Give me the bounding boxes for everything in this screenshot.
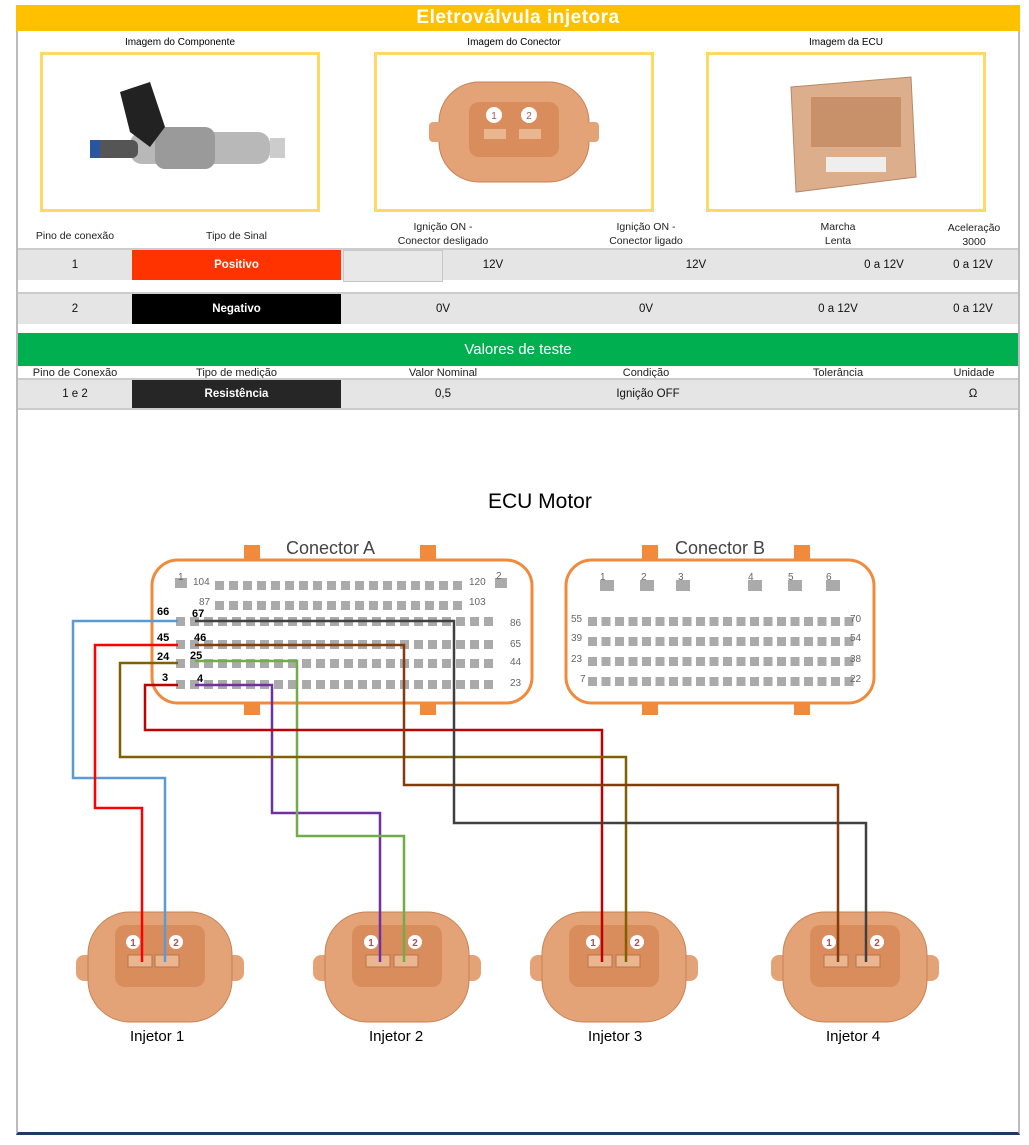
test-header-type: Tipo de medição bbox=[196, 367, 277, 379]
ecu-image bbox=[706, 52, 986, 212]
nominal-cell: 0,5 bbox=[435, 388, 451, 400]
test-header-nominal: Valor Nominal bbox=[408, 367, 478, 379]
pin-label: 22 bbox=[850, 674, 862, 685]
header-signal-type: Tipo de Sinal bbox=[206, 230, 267, 242]
connector-photo-icon: 1 2 bbox=[429, 81, 599, 183]
component-image-label: Imagem do Componente bbox=[124, 37, 236, 48]
pin-label: 104 bbox=[193, 577, 210, 588]
pin-label: 3 bbox=[678, 572, 684, 583]
test-header-tolerance: Tolerância bbox=[812, 367, 864, 379]
pin-25-label: 25 bbox=[190, 650, 203, 662]
header-idle: Marcha Lenta bbox=[820, 221, 856, 247]
injector-4-label: Injetor 4 bbox=[826, 1028, 881, 1045]
svg-text:1: 1 bbox=[491, 111, 497, 122]
page-title: Eletroválvula injetora bbox=[16, 5, 1020, 31]
pin-label: 70 bbox=[850, 614, 862, 625]
accel-cell: 0 a 12V bbox=[953, 259, 993, 271]
table-row: 2 Negativo 0V 0V 0 a 12V 0 a 12V bbox=[18, 292, 1018, 324]
injector-3-label: Injetor 3 bbox=[588, 1028, 643, 1045]
connector-image-label: Imagem do Conector bbox=[467, 37, 561, 48]
signal-type-cell: Positivo bbox=[132, 250, 341, 280]
test-header-unit: Unidade bbox=[953, 367, 995, 379]
pin-label: 55 bbox=[571, 614, 583, 625]
test-pin-cell: 1 e 2 bbox=[62, 388, 88, 400]
pin-cell: 2 bbox=[71, 303, 79, 315]
tolerance-cell bbox=[788, 380, 888, 408]
accel-cell: 0 a 12V bbox=[953, 303, 993, 315]
pin-label: 120 bbox=[469, 577, 486, 588]
ign-on-cell: 0V bbox=[638, 303, 654, 315]
pin-46-label: 46 bbox=[194, 632, 207, 644]
pin-label: 2 bbox=[641, 572, 647, 583]
idle-cell: 0 a 12V bbox=[864, 259, 904, 271]
header-ign-on-disconnected: Ignição ON - Conector desligado bbox=[397, 221, 489, 247]
pin-label: 23 bbox=[510, 678, 522, 689]
connector-image: 1 2 bbox=[374, 52, 654, 212]
idle-cell: 0 a 12V bbox=[818, 303, 858, 315]
pin-67-label: 67 bbox=[192, 608, 205, 620]
pin-label: 103 bbox=[469, 597, 486, 608]
page-frame bbox=[16, 5, 1020, 1135]
empty-cell bbox=[343, 250, 443, 282]
injector-photo-icon bbox=[90, 82, 285, 169]
pin-45-label: 45 bbox=[157, 632, 170, 644]
test-row: 1 e 2 Resistência 0,5 Ignição OFF Ω bbox=[18, 378, 1018, 410]
header-accel: Aceleração 3000 bbox=[947, 222, 1001, 248]
pin-label: 44 bbox=[510, 657, 522, 668]
header-ign-on-connected: Ignição ON - Conector ligado bbox=[609, 221, 683, 247]
pin-label: 6 bbox=[826, 572, 832, 583]
component-image bbox=[40, 52, 320, 212]
ign-off-cell: 12V bbox=[482, 259, 504, 271]
table-row: 1 Positivo 12V 12V 0 a 12V 0 a 12V bbox=[18, 248, 1018, 282]
svg-text:2: 2 bbox=[526, 111, 532, 122]
connector-b-label: Conector B bbox=[675, 538, 766, 558]
pin-label: 5 bbox=[788, 572, 794, 583]
pin-4-label: 4 bbox=[197, 673, 204, 685]
header-pin: Pino de conexão bbox=[35, 230, 115, 242]
injector-2-label: Injetor 2 bbox=[369, 1028, 424, 1045]
pin-label: 54 bbox=[850, 633, 862, 644]
ign-off-cell: 0V bbox=[435, 303, 451, 315]
pin-label: 1 bbox=[600, 572, 606, 583]
pin-cell: 1 bbox=[71, 259, 79, 271]
ign-on-cell: 12V bbox=[685, 259, 707, 271]
pin-label: 39 bbox=[571, 633, 583, 644]
pin-label: 86 bbox=[510, 618, 522, 629]
pin-label: 23 bbox=[571, 654, 583, 665]
signal-type-cell: Negativo bbox=[132, 294, 341, 324]
pin-label: 2 bbox=[496, 571, 502, 582]
pin-label: 7 bbox=[580, 674, 586, 685]
condition-cell: Ignição OFF bbox=[616, 388, 680, 400]
pin-24-label: 24 bbox=[157, 651, 170, 663]
test-type-cell: Resistência bbox=[132, 380, 341, 408]
pin-label: 1 bbox=[178, 572, 184, 583]
test-values-header: Valores de teste bbox=[18, 333, 1018, 366]
ecu-image-label: Imagem da ECU bbox=[809, 37, 883, 48]
ecu-photo-icon bbox=[790, 76, 917, 193]
pin-3-label: 3 bbox=[162, 672, 169, 684]
test-header-pin: Pino de Conexão bbox=[32, 367, 118, 379]
diagram-title: ECU Motor bbox=[488, 490, 592, 513]
connector-a-label: Conector A bbox=[286, 538, 376, 558]
pin-label: 38 bbox=[850, 654, 862, 665]
test-header-condition: Condição bbox=[622, 367, 670, 379]
unit-cell: Ω bbox=[968, 388, 978, 400]
injector-1-label: Injetor 1 bbox=[130, 1028, 185, 1045]
pin-label: 65 bbox=[510, 639, 522, 650]
pin-label: 87 bbox=[199, 597, 211, 608]
pin-66-label: 66 bbox=[157, 606, 170, 618]
pin-label: 4 bbox=[748, 572, 754, 583]
